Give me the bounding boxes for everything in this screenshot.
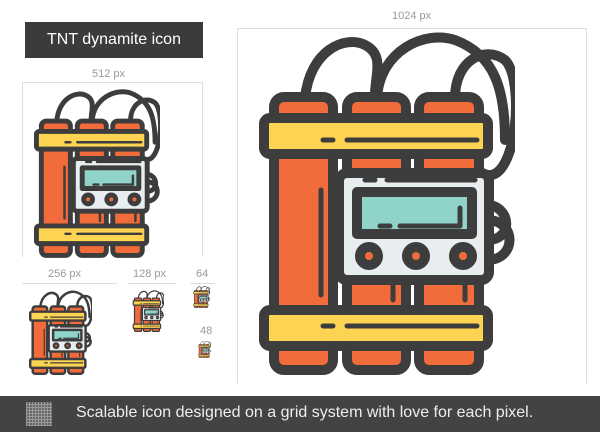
footer-text: Scalable icon designed on a grid system … <box>76 404 534 421</box>
footer-bar: Scalable icon designed on a grid system … <box>0 396 600 432</box>
size-label-1024: 1024 px <box>392 10 432 22</box>
size-label-48: 48 <box>200 325 213 337</box>
tnt-icon-256 <box>28 290 92 375</box>
tnt-icon-512 <box>32 88 160 258</box>
guide-line <box>202 82 203 257</box>
title-label: TNT dynamite icon <box>25 22 203 58</box>
tnt-icon-128 <box>132 290 164 332</box>
tnt-icon-48 <box>198 341 211 358</box>
guide-line <box>128 283 176 284</box>
size-label-128: 128 px <box>133 268 167 280</box>
guide-line <box>22 82 23 257</box>
guide-line <box>190 283 215 284</box>
tnt-icon-1024 <box>255 30 515 375</box>
guide-line <box>22 283 117 284</box>
guide-line <box>237 28 238 383</box>
size-label-512: 512 px <box>92 68 126 80</box>
tnt-icon-64 <box>193 286 210 308</box>
guide-line <box>586 28 587 383</box>
size-label-256: 256 px <box>48 268 82 280</box>
size-label-64: 64 <box>196 268 209 280</box>
grid-icon <box>26 402 52 426</box>
guide-line <box>22 82 202 83</box>
guide-line <box>237 28 587 29</box>
